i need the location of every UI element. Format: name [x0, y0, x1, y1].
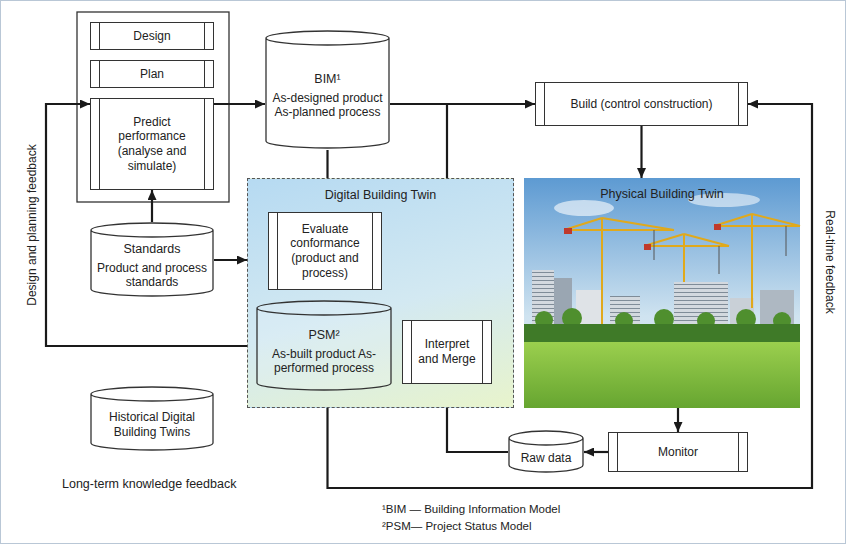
cylinder-outline	[265, 30, 390, 150]
process-bar	[544, 83, 545, 125]
text-stack: BIM¹ As-designed product As-planned proce…	[271, 72, 384, 120]
region-title: Digital Building Twin	[248, 188, 513, 202]
text-stack: Build (control construction)	[570, 97, 712, 112]
data-store-cylinder: PSM² As-built product As-performed proces…	[256, 300, 392, 392]
data-store-cylinder: BIM¹ As-designed product As-planned proce…	[265, 30, 390, 150]
region-title: Physical Building Twin	[524, 187, 800, 201]
footnote: ²PSM— Project Status Model	[382, 520, 532, 532]
box-text: Product and process standards	[96, 261, 208, 290]
text-stack: Evaluate conformance (product and proces…	[283, 222, 367, 281]
box-text: Plan	[140, 67, 164, 82]
flow-arrow	[640, 126, 642, 178]
process-bar	[204, 23, 205, 49]
flow-arrow	[46, 104, 247, 346]
process-bar	[738, 433, 739, 471]
design-group-box	[77, 12, 229, 202]
text-stack: StandardsProduct and process standards	[96, 242, 208, 290]
data-store-cylinder: Historical Digital Building Twins	[90, 386, 214, 452]
text-stack: Plan	[140, 67, 164, 82]
text-stack: PSM² As-built product As-performed proces…	[262, 328, 386, 376]
footnote: ¹BIM — Building Information Model	[382, 503, 560, 515]
twin-region: Digital Building TwinEvaluate conformanc…	[247, 178, 514, 408]
process-box: Evaluate conformance (product and proces…	[268, 212, 382, 290]
store-name: PSM²	[262, 328, 386, 343]
process-bar	[372, 213, 373, 289]
box-text: Monitor	[658, 445, 698, 460]
process-bar	[99, 23, 100, 49]
box-text: Historical Digital Building Twins	[96, 410, 208, 439]
process-bar	[617, 433, 618, 471]
text-stack: Interpret and Merge	[417, 337, 477, 366]
box-text: Predict performance (analyse and simulat…	[105, 115, 199, 174]
text-stack: Historical Digital Building Twins	[96, 410, 208, 439]
feedback-label: Real-time feedback	[823, 210, 837, 313]
process-bar	[204, 99, 205, 189]
data-store-cylinder: Raw data	[508, 430, 584, 474]
store-name: BIM¹	[271, 72, 384, 87]
process-bar	[99, 99, 100, 189]
cylinder-outline	[256, 300, 392, 392]
construction-photo	[524, 178, 800, 408]
process-bar	[204, 61, 205, 87]
process-box: Interpret and Merge	[402, 320, 492, 384]
flow-arrow	[326, 150, 328, 178]
box-text: As-built product As-performed process	[262, 347, 386, 376]
process-bar	[99, 61, 100, 87]
box-text: As-designed product As-planned process	[271, 91, 384, 120]
photo-panel: Physical Building Twin	[524, 178, 800, 408]
box-text: Evaluate conformance (product and proces…	[283, 222, 367, 281]
process-box: Plan	[90, 60, 214, 88]
store-name: Standards	[96, 242, 208, 257]
process-box: Monitor	[608, 432, 748, 472]
process-box: Build (control construction)	[535, 82, 748, 126]
feedback-label: Design and planning feedback	[25, 144, 39, 305]
process-box: Design	[90, 22, 214, 50]
flow-arrow	[214, 103, 265, 105]
box-text: Interpret and Merge	[417, 337, 477, 366]
text-stack: Design	[133, 29, 170, 44]
text-stack: Predict performance (analyse and simulat…	[105, 115, 199, 174]
box-text: Design	[133, 29, 170, 44]
text-stack: Raw data	[521, 451, 572, 466]
flow-arrow	[584, 451, 608, 453]
process-box: Predict performance (analyse and simulat…	[90, 98, 214, 190]
process-bar	[482, 321, 483, 383]
text-stack: Monitor	[658, 445, 698, 460]
box-text: Build (control construction)	[570, 97, 712, 112]
process-bar	[738, 83, 739, 125]
data-store-cylinder: StandardsProduct and process standards	[90, 222, 214, 298]
flow-arrow	[447, 408, 508, 452]
flow-arrow	[677, 408, 679, 432]
flow-arrow	[214, 259, 247, 261]
note-label: Long-term knowledge feedback	[62, 477, 236, 491]
flow-arrow	[151, 190, 153, 222]
process-bar	[411, 321, 412, 383]
process-bar	[277, 213, 278, 289]
box-text: Raw data	[521, 451, 572, 466]
flow-arrow	[390, 104, 447, 178]
